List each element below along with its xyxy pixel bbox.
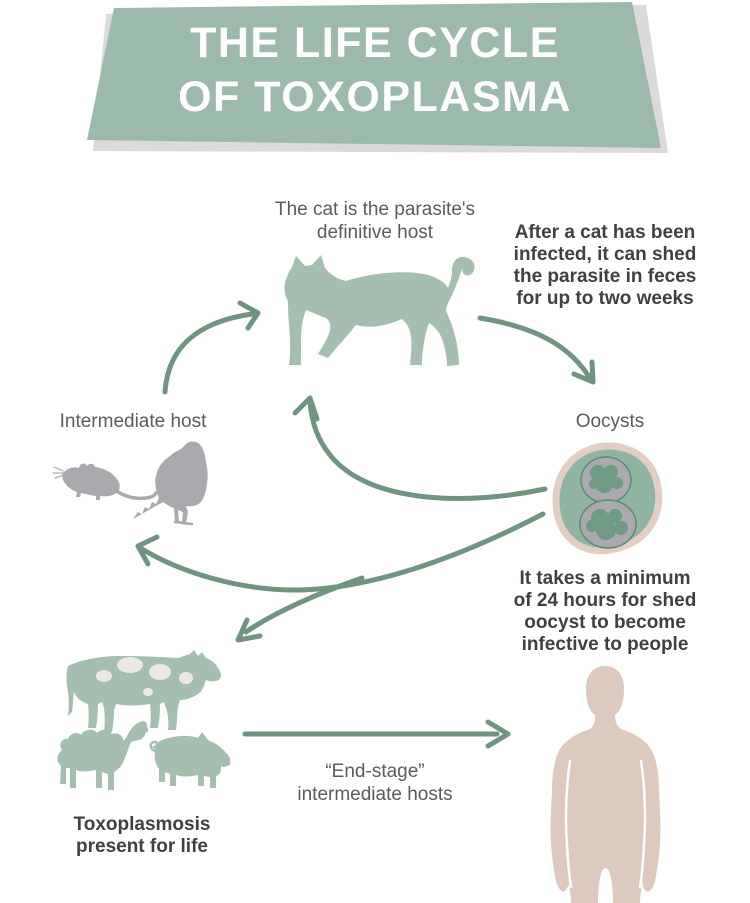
- infective-line4: infective to people: [521, 634, 689, 655]
- cat-caption-line2: definitive host: [316, 222, 434, 243]
- infective-line3: oocyst to become: [524, 612, 686, 633]
- oocyst-icon: [548, 440, 668, 558]
- arrow-oocysts-to-cat: [292, 395, 548, 501]
- cow-icon: [60, 648, 225, 736]
- page-title: THE LIFE CYCLE OF TOXOPLASMA: [0, 16, 750, 124]
- arrow-intermediate-to-cat: [162, 300, 261, 395]
- intermediate-host-label: Intermediate host: [59, 411, 207, 432]
- infective-line2: of 24 hours for shed: [513, 590, 697, 611]
- end-stage-line1: “End-stage”: [325, 761, 425, 782]
- human-icon: [543, 663, 668, 903]
- toxo-line2: present for life: [76, 836, 208, 857]
- cat-caption-line1: The cat is the parasite's: [274, 199, 476, 220]
- pig-icon: [148, 731, 236, 791]
- shedding-line4: for up to two weeks: [516, 288, 694, 309]
- infective-line1: It takes a minimum: [519, 568, 691, 589]
- arrow-farm-to-human: [242, 719, 511, 749]
- toxo-line1: Toxoplasmosis: [73, 814, 211, 835]
- toxoplasmosis-caption: Toxoplasmosis present for life: [38, 814, 246, 858]
- page-title-line2: OF TOXOPLASMA: [178, 73, 572, 121]
- shedding-line2: infected, it can shed: [513, 244, 697, 265]
- cat-icon: [276, 253, 500, 373]
- pigeon-icon: [130, 438, 212, 528]
- arrow-oocysts-to-farm-animals: [235, 575, 365, 643]
- title-banner: [87, 2, 661, 148]
- shedding-line3: the parasite in feces: [513, 266, 697, 287]
- end-stage-label: “End-stage” intermediate hosts: [270, 760, 480, 806]
- oocysts-label: Oocysts: [575, 411, 645, 432]
- shedding-line1: After a cat has been: [514, 222, 696, 243]
- mouse-icon: [52, 462, 158, 506]
- infective-callout: It takes a minimum of 24 hours for shed …: [483, 568, 727, 656]
- sheep-icon: [48, 716, 148, 794]
- cat-caption: The cat is the parasite's definitive hos…: [225, 198, 525, 244]
- page-title-line1: THE LIFE CYCLE: [190, 19, 560, 67]
- end-stage-line2: intermediate hosts: [297, 784, 453, 805]
- shedding-callout: After a cat has been infected, it can sh…: [478, 222, 732, 310]
